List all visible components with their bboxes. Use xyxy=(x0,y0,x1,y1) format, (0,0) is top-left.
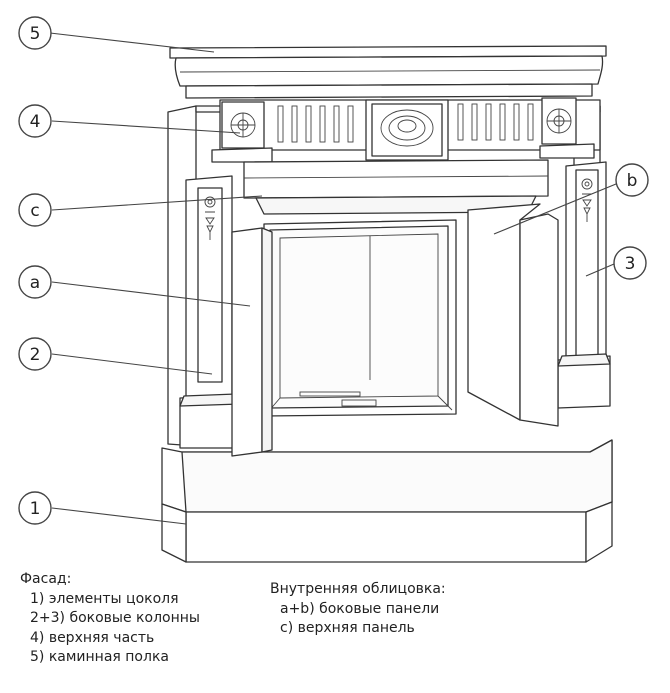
inner-side-panel-b xyxy=(467,203,559,427)
legend-inner-heading: Внутренняя облицовка: xyxy=(270,581,446,597)
inner-side-panel-a xyxy=(231,227,273,457)
flutes-left xyxy=(277,105,354,143)
svg-text:3: 3 xyxy=(625,254,636,274)
svg-text:1: 1 xyxy=(30,499,41,519)
svg-text:4: 4 xyxy=(30,112,41,132)
leader-lines xyxy=(49,32,617,525)
legend-item: 5) каминная полка xyxy=(30,649,169,665)
flutes-right xyxy=(457,103,534,141)
callout-b: b xyxy=(615,163,649,197)
inner-top-panel xyxy=(243,159,549,215)
legend-item: c) верхняя панель xyxy=(280,620,415,636)
callout-4: 4 xyxy=(18,104,52,138)
callout-3: 3 xyxy=(613,246,647,280)
right-column xyxy=(557,161,611,409)
legend-item: a+b) боковые панели xyxy=(280,600,440,617)
svg-text:b: b xyxy=(627,171,638,191)
svg-text:a: a xyxy=(30,273,40,293)
legend-facade: Фасад: 1) элементы цоколя 2+3) боковые к… xyxy=(20,570,200,668)
fireplace-plinth xyxy=(161,439,613,563)
callout-c: c xyxy=(18,193,52,227)
svg-text:5: 5 xyxy=(30,24,41,44)
legend-inner-lining: Внутренняя облицовка: a+b) боковые панел… xyxy=(270,580,446,639)
callout-2: 2 xyxy=(18,337,52,371)
left-column xyxy=(179,175,241,449)
legend-item: 4) верхняя часть xyxy=(30,629,155,646)
svg-text:2: 2 xyxy=(30,345,41,365)
callout-5: 5 xyxy=(18,16,52,50)
legend-item: 1) элементы цоколя xyxy=(30,590,179,607)
upper-frieze xyxy=(211,97,601,163)
svg-text:c: c xyxy=(30,201,39,221)
legend-facade-heading: Фасад: xyxy=(20,571,72,587)
legend-item: 2+3) боковые колонны xyxy=(30,610,200,626)
firebox xyxy=(263,219,457,417)
callout-a: a xyxy=(18,265,52,299)
callout-1: 1 xyxy=(18,491,52,525)
mantel-shelf xyxy=(169,45,607,99)
